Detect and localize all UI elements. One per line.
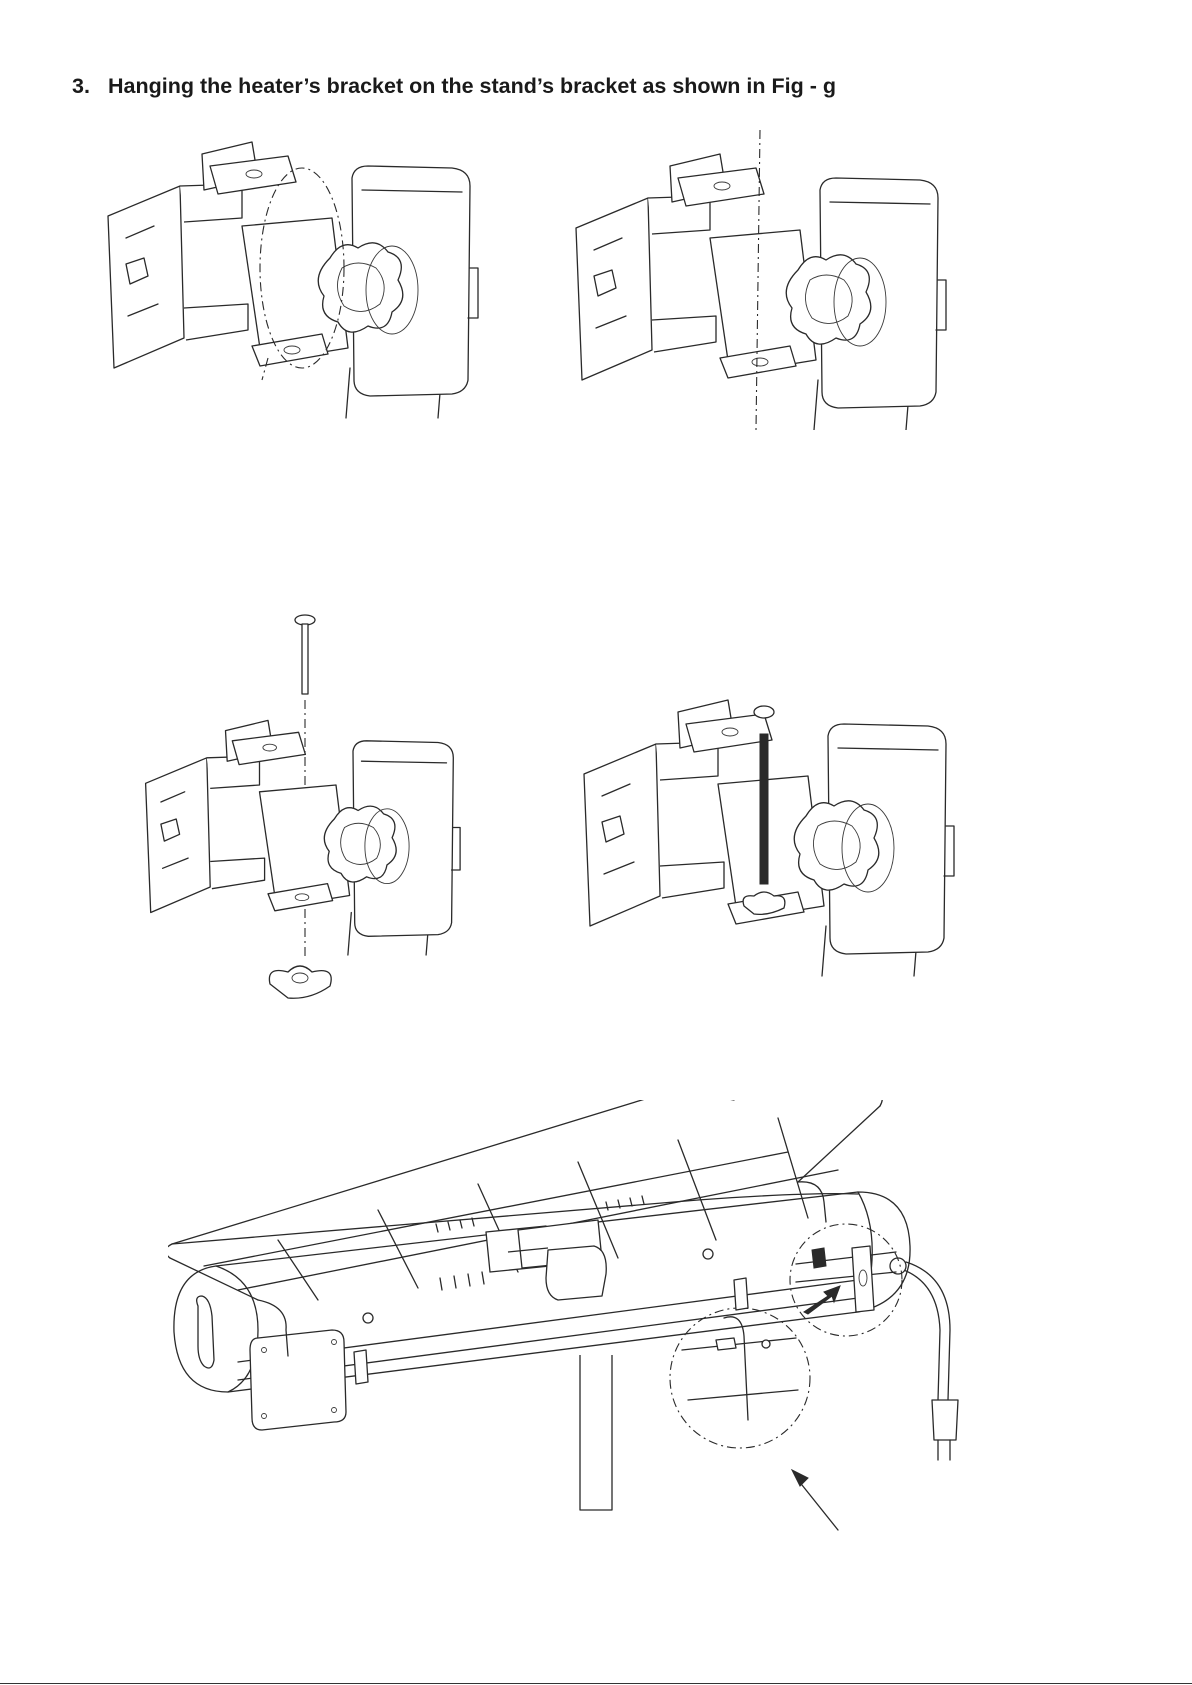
figure-bracket-align bbox=[92, 118, 522, 428]
bolt-secured-illustration-icon bbox=[568, 672, 1008, 982]
step-text: Hanging the heater’s bracket on the stan… bbox=[108, 74, 836, 98]
bracket-hanging-illustration-icon bbox=[92, 118, 522, 428]
figure-bolt-insert bbox=[140, 608, 520, 1008]
step-heading: 3.Hanging the heater’s bracket on the st… bbox=[72, 74, 836, 99]
figure-bracket-hung bbox=[560, 130, 990, 430]
figure-bolt-secured bbox=[568, 672, 1008, 982]
step-number: 3. bbox=[72, 74, 108, 99]
heater-on-stand-illustration-icon bbox=[168, 1100, 988, 1570]
page-bottom-rule bbox=[0, 1683, 1192, 1684]
bracket-engaged-illustration-icon bbox=[560, 130, 990, 430]
figure-heater-assembled bbox=[168, 1100, 988, 1570]
bolt-and-wingnut-illustration-icon bbox=[140, 608, 520, 1008]
